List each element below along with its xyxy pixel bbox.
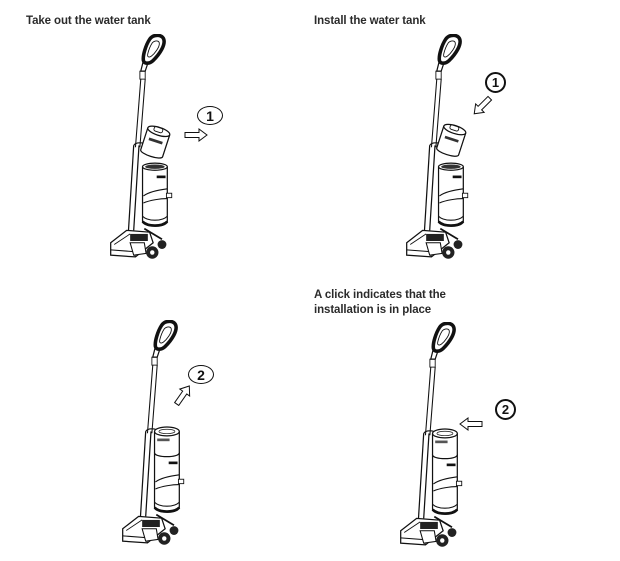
step-number: 1 <box>206 107 214 124</box>
arrow-right-icon <box>184 128 208 142</box>
step-number-badge: 2 <box>188 365 214 384</box>
step-number: 1 <box>491 75 500 90</box>
arrow-up-right-icon <box>172 384 194 406</box>
panel-click-in-place: A click indicates that the installation … <box>310 280 620 561</box>
step-number: 2 <box>197 366 205 383</box>
arrow-left-icon <box>459 417 483 431</box>
panel-caption-line2: installation is in place <box>314 304 432 316</box>
vacuum-illustration <box>404 34 470 261</box>
step-number-badge: 1 <box>485 72 506 93</box>
panel-install-water-tank: Install the water tank 1 <box>310 0 620 280</box>
vacuum-illustration <box>120 320 186 547</box>
panel-caption-line1: A click indicates that the <box>314 289 446 301</box>
panel-take-out-water-tank: Take out the water tank 1 <box>0 0 310 280</box>
panel-caption: Install the water tank <box>314 15 426 27</box>
step-number-badge: 1 <box>197 106 223 125</box>
vacuum-illustration <box>108 34 174 261</box>
vacuum-illustration <box>398 322 464 549</box>
step-number-badge: 2 <box>495 399 516 420</box>
panel-push-tank-up: 2 <box>0 280 310 561</box>
panel-caption: Take out the water tank <box>26 15 151 27</box>
step-number: 2 <box>501 402 510 417</box>
arrow-down-left-icon <box>470 94 494 118</box>
